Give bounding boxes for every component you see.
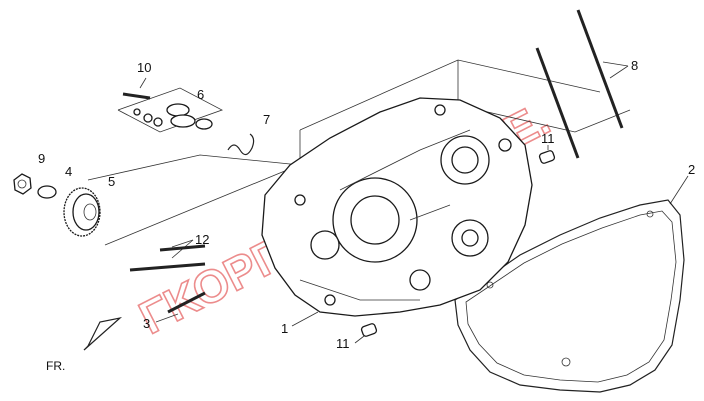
direction-label: FR. bbox=[46, 359, 65, 373]
callout-11-upper: 11 bbox=[541, 131, 555, 146]
crankcase-part bbox=[261, 97, 533, 317]
bolts-part bbox=[122, 92, 206, 314]
callout-7: 7 bbox=[263, 112, 270, 127]
callout-5: 5 bbox=[108, 174, 115, 189]
callout-10: 10 bbox=[137, 60, 151, 75]
callout-8: 8 bbox=[631, 58, 638, 73]
callout-9: 9 bbox=[38, 151, 45, 166]
callout-2: 2 bbox=[688, 162, 695, 177]
callout-numbers: 1 2 3 4 5 6 7 8 9 10 11 11 12 bbox=[38, 58, 695, 351]
perspective-box bbox=[299, 59, 631, 165]
callout-12: 12 bbox=[195, 232, 209, 247]
gear-assembly-part bbox=[13, 173, 101, 237]
callout-4: 4 bbox=[65, 164, 72, 179]
callout-3: 3 bbox=[143, 316, 150, 331]
dowel-pins-part bbox=[360, 150, 556, 337]
callout-11-lower: 11 bbox=[336, 336, 350, 351]
spring-part bbox=[227, 133, 255, 156]
callout-1: 1 bbox=[281, 321, 288, 336]
front-direction-arrow: FR. bbox=[46, 316, 123, 373]
oil-pump-parts bbox=[133, 103, 213, 130]
callout-6: 6 bbox=[197, 87, 204, 102]
gasket-part bbox=[454, 199, 685, 393]
stud-bolts-part bbox=[535, 9, 624, 159]
